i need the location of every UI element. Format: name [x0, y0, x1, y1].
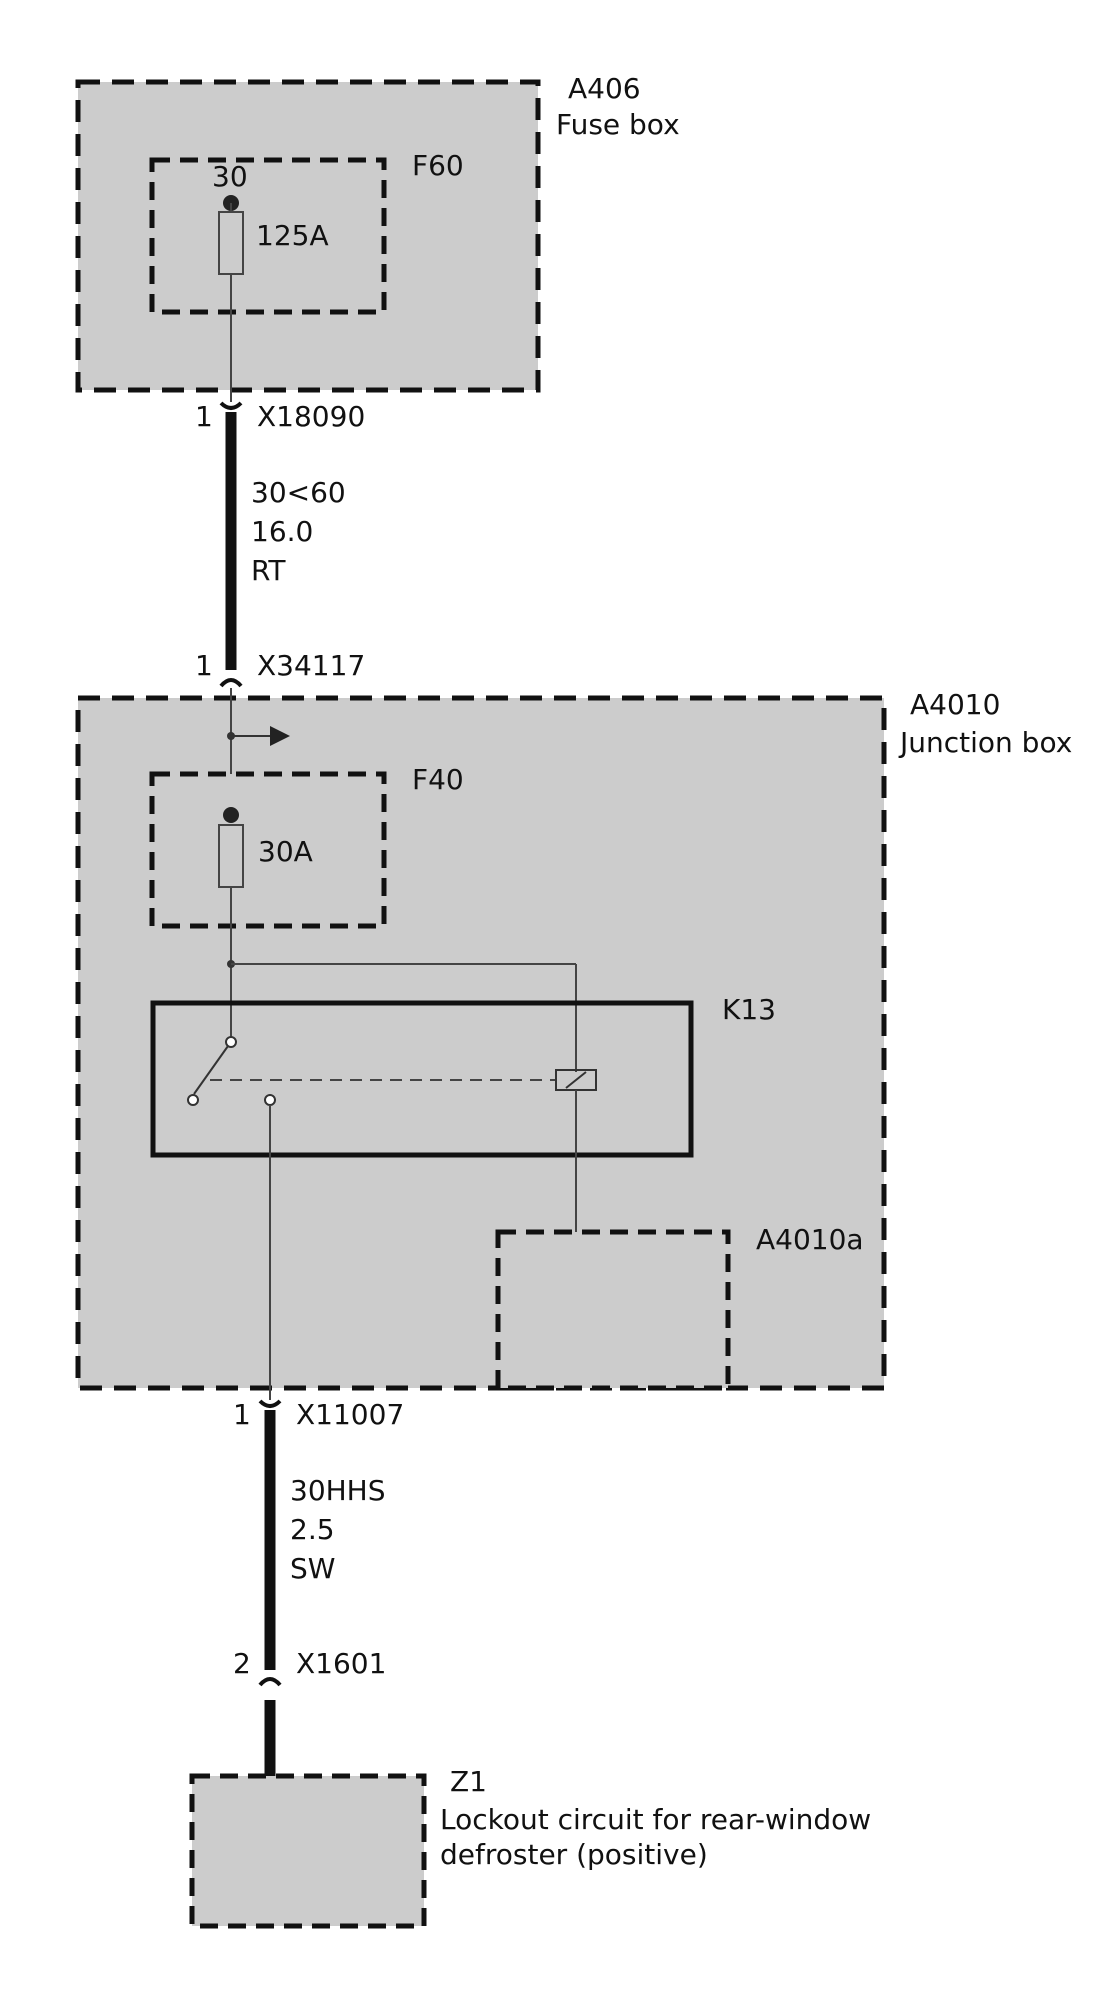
fuse-box-id: A406: [568, 72, 641, 105]
wire-1-size: 16.0: [251, 515, 313, 548]
connector-x34117-id: X34117: [257, 649, 365, 682]
lockout-circuit-id: Z1: [450, 1765, 487, 1798]
connector-x1601-pin: 2: [233, 1647, 251, 1680]
relay-common-contact: [225, 1036, 237, 1048]
submodule-a4010a-id: A4010a: [756, 1223, 864, 1256]
fuse-f40-housing: [149, 771, 387, 929]
lockout-circuit-z1: [189, 1773, 427, 1929]
fuse-f60-rating: 125A: [256, 219, 329, 252]
fuse-f60-terminal: 30: [212, 160, 248, 193]
fuse-f40-id: F40: [412, 763, 464, 796]
connector-x1601-id: X1601: [296, 1647, 386, 1680]
relay-nc-contact: [187, 1094, 199, 1106]
lockout-circuit-desc-1: Lockout circuit for rear-window: [440, 1803, 871, 1836]
junction-box-name: Junction box: [898, 726, 1072, 759]
wire-2-circuit: 30HHS: [290, 1474, 386, 1507]
connector-x11007-id: X11007: [296, 1398, 404, 1431]
connector-x11007-symbol: [258, 1399, 282, 1408]
connector-x18090-symbol: [219, 401, 243, 410]
wire-1-color: RT: [251, 554, 286, 587]
connector-x11007-pin: 1: [233, 1398, 251, 1431]
wire-1-circuit: 30<60: [251, 476, 346, 509]
relay-no-contact: [264, 1094, 276, 1106]
fuse-f60-id: F60: [412, 149, 464, 182]
lockout-circuit-desc-2: defroster (positive): [440, 1838, 708, 1871]
fuse-f40-terminal-dot: [223, 807, 239, 823]
relay-k13-body: [150, 1000, 694, 1158]
relay-switch-arm: [193, 1045, 229, 1095]
connector-x18090-id: X18090: [257, 400, 365, 433]
fuse-f40-rating: 30A: [258, 835, 313, 868]
fuse-f60-housing: [149, 157, 387, 315]
connector-x18090-pin: 1: [195, 400, 213, 433]
wire-2-size: 2.5: [290, 1513, 335, 1546]
fuse-box-name: Fuse box: [556, 108, 680, 141]
wire-2-color: SW: [290, 1552, 335, 1585]
connector-x1601-symbol: [258, 1677, 282, 1687]
connector-x34117-symbol: [219, 678, 243, 688]
submodule-a4010a: [495, 1229, 731, 1391]
connector-x34117-pin: 1: [195, 649, 213, 682]
junction-box-id: A4010: [910, 688, 1000, 721]
branch-arrow-icon: [270, 726, 290, 746]
relay-k13-id: K13: [722, 993, 776, 1026]
